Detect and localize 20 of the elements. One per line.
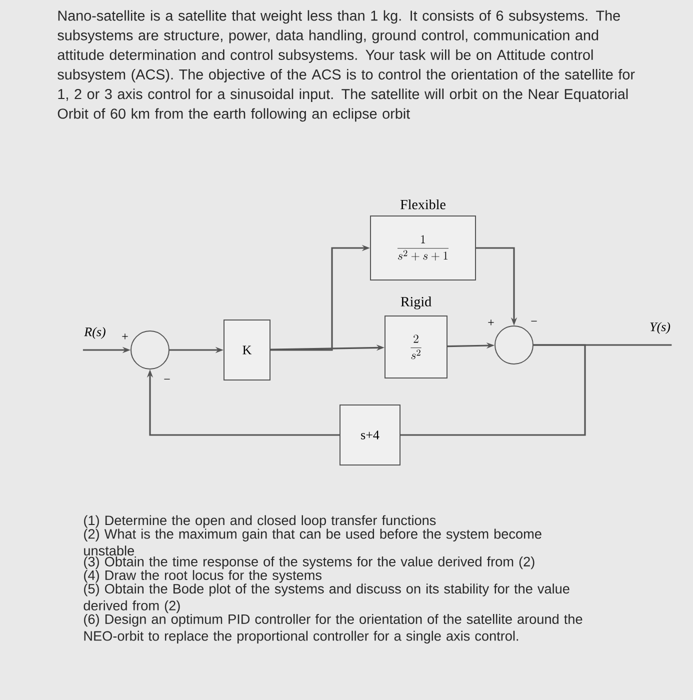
question-text: (5) Obtain the Bode plot of the systems and discuss on its stability for the value derived from (2) [84,584,570,614]
transfer-block: $\frac{1}{s^2+s+1}$ [370,216,476,280]
question-text: (3) Obtain the time response of the systems for the value derived from (2) [84,556,534,570]
block-heading: Flexible [400,199,446,210]
summing-junction [494,326,534,364]
signal-label: Y(s) [650,322,670,334]
question-text: (6) Design an optimum PID controller for the orientation of the satellite around the NEO-orbit to replace the proportional controller for a single axis control. [84,614,582,644]
question-text: (4) Draw the root locus for the systems [84,570,322,583]
block-heading: Rigid [400,296,432,310]
transfer-block: $\frac{2}{s^2}$ [384,316,448,378]
sign-label: − [531,320,537,322]
transfer-block: K [224,320,270,380]
question-text: (2) What is the maximum gain that can be used before the system become unstable [84,528,542,556]
paragraph: Nano-satellite is a satellite that weight less than 1 kg. It consists of 6 subsystems. The subsystems are structure, power, data handling, ground control, communication and attitude determination and control subsystems. Your task will be on Attitude control subsystem (ACS). The objective of the ACS is to control the orientation of the satellite for 1, 2 or 3 axis control for a sinusoidal input. The satellite will orbit on the Near Equatorial Orbit of 60 km from the earth following an eclipse orbit [58,10,635,122]
summing-junction [130,330,170,370]
signal-label: R(s) [84,327,106,339]
transfer-block: s+4 [340,404,400,466]
sign-label: + [488,320,494,326]
question-text: (1) Determine the open and closed loop transfer functions [84,515,436,528]
sign-label: + [122,334,128,340]
